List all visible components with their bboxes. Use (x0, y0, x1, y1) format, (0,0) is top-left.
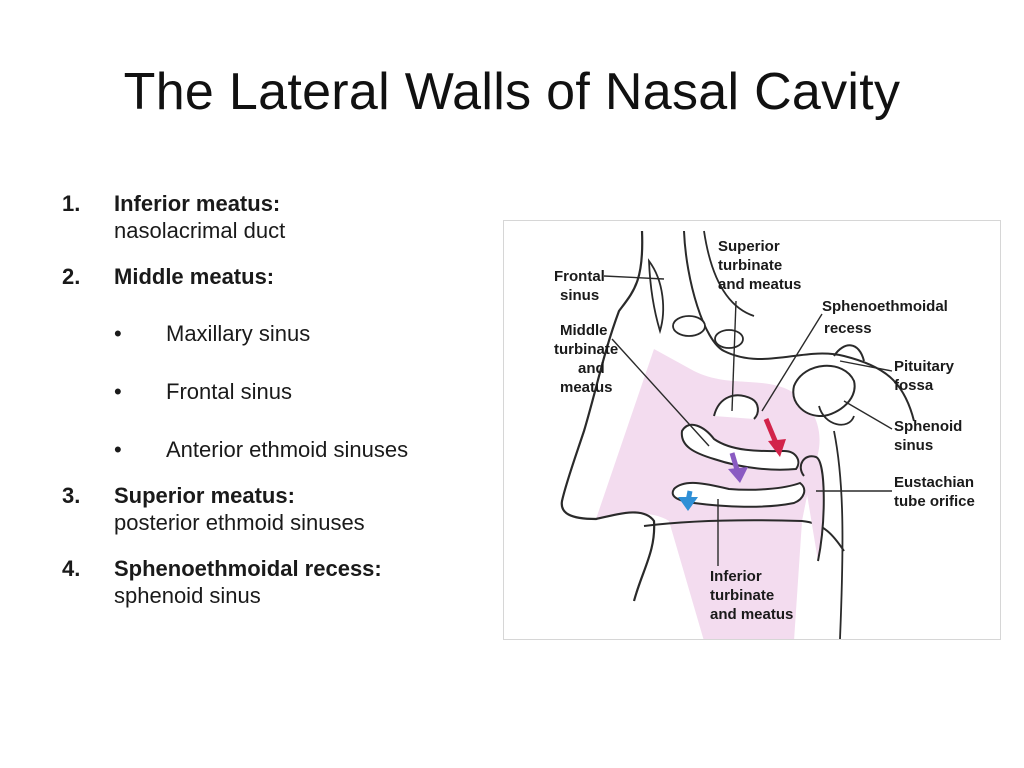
ethmoid-cell (714, 329, 744, 349)
arrow-red (763, 418, 786, 457)
label-sphenoid: Sphenoid sinus (894, 418, 967, 454)
leader-line (603, 275, 665, 280)
bullet-item: • Maxillary sinus (114, 320, 502, 347)
bullet-text: Maxillary sinus (166, 321, 311, 346)
bullet-dot: • (114, 437, 122, 462)
skull-outline-inner (703, 230, 755, 317)
list-description: posterior ethmoid sinuses (114, 510, 365, 535)
list-heading: Middle meatus: (114, 264, 275, 289)
label-pituitary: Pituitary fossa (894, 358, 958, 394)
leader-line (611, 338, 710, 447)
bullet-text: Anterior ethmoid sinuses (166, 437, 409, 462)
middle-meatus-bullets: • Maxillary sinus • Frontal sinus • Ante… (114, 320, 502, 463)
list-description: sphenoid sinus (114, 583, 261, 608)
pharynx-outline (833, 430, 844, 639)
label-eustachian: Eustachian tube orifice (894, 474, 978, 510)
nose-outline (560, 230, 656, 602)
bullet-dot: • (114, 379, 122, 404)
arrow-blue (678, 490, 698, 511)
label-frontal-sinus: Frontal sinus (554, 268, 609, 304)
leader-line (843, 400, 893, 430)
ethmoid-cell (672, 315, 706, 337)
list-number: 2. (62, 264, 81, 289)
nasal-cavity-diagram: Frontal sinus Middle turbinate and meatu… (503, 220, 1001, 640)
arrow-purple (728, 452, 748, 483)
list-heading: Inferior meatus: (114, 191, 281, 216)
meatus-list: 1. Inferior meatus: nasolacrimal duct 2.… (62, 190, 502, 609)
list-item-sphenoethmoidal-recess: 4. Sphenoethmoidal recess: sphenoid sinu… (62, 555, 502, 609)
diagram-svg: Frontal sinus Middle turbinate and meatu… (554, 230, 978, 639)
list-description: nasolacrimal duct (114, 218, 286, 243)
palate-outline (643, 519, 845, 552)
list-item-inferior-meatus: 1. Inferior meatus: nasolacrimal duct (62, 190, 502, 244)
leader-line (839, 360, 893, 372)
frontal-sinus-shape (647, 258, 665, 335)
leader-line (761, 313, 823, 412)
middle-turbinate (680, 423, 800, 471)
bullet-text: Frontal sinus (166, 379, 292, 404)
sphenoid-sinus-lobe (818, 405, 855, 426)
label-inferior-turbinate: Inferior turbinate and meatus (710, 568, 793, 623)
label-middle-turbinate: Middle turbinate and meatus (554, 322, 622, 396)
superior-turbinate (713, 394, 759, 420)
list-number: 1. (62, 191, 81, 216)
list-heading: Superior meatus: (114, 483, 295, 508)
inferior-turbinate (671, 481, 806, 508)
sphenoid-sinus-shape (792, 364, 856, 418)
label-superior-turbinate: Superior turbinate and meatus (718, 238, 801, 293)
bullet-item: • Frontal sinus (114, 378, 502, 405)
list-item-superior-meatus: 3. Superior meatus: posterior ethmoid si… (62, 482, 502, 536)
leader-line (731, 300, 737, 412)
bullet-item: • Anterior ethmoid sinuses (114, 436, 502, 463)
label-sphenoethmoidal: Sphenoethmoidal recess (822, 298, 952, 337)
slide-title: The Lateral Walls of Nasal Cavity (123, 63, 901, 121)
list-number: 4. (62, 556, 81, 581)
list-item-middle-meatus: 2. Middle meatus: • Maxillary sinus • Fr… (62, 263, 502, 463)
pituitary-fossa-shape (833, 344, 865, 362)
list-heading: Sphenoethmoidal recess: (114, 556, 382, 581)
bullet-dot: • (114, 321, 122, 346)
list-number: 3. (62, 483, 81, 508)
skull-outline (683, 230, 915, 422)
eustachian-orifice (799, 455, 825, 562)
